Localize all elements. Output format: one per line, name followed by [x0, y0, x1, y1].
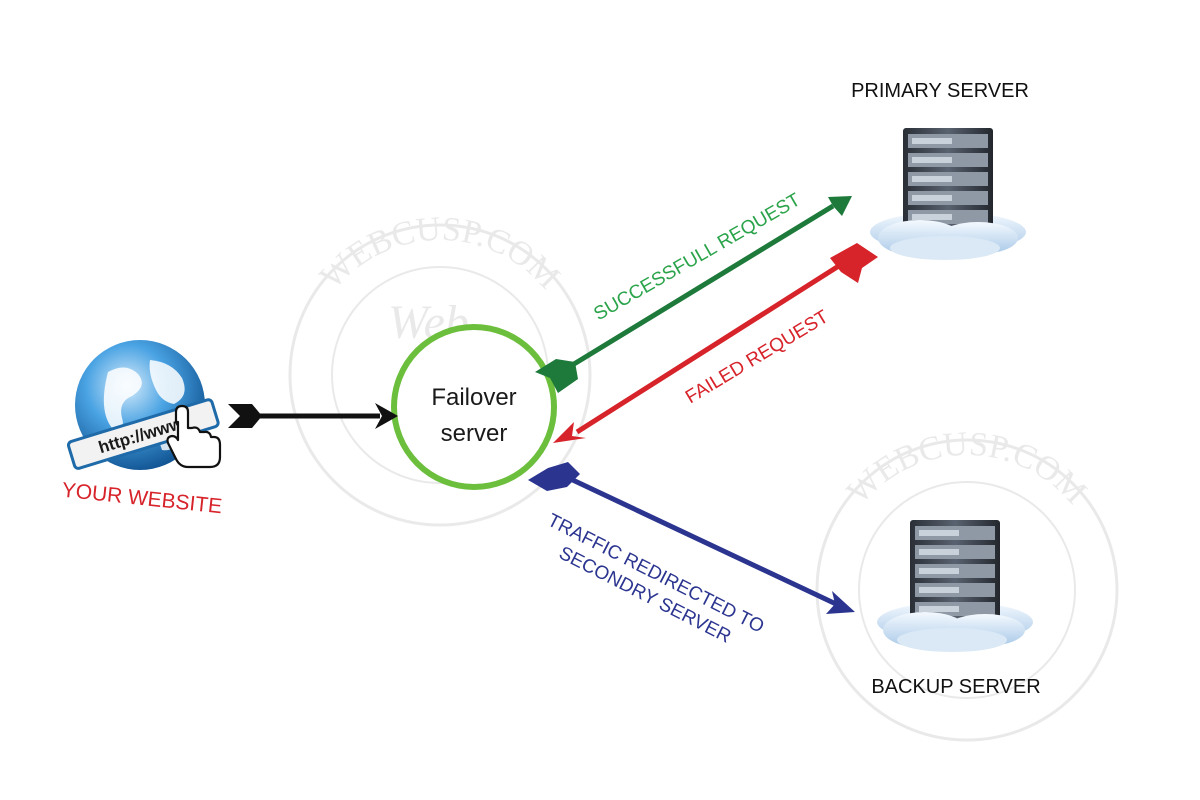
- primary-server-label: PRIMARY SERVER: [851, 80, 1029, 102]
- traffic-redirected-label: TRAFFIC REDIRECTED TO SECONDRY SERVER: [544, 510, 767, 648]
- backup-server-label: BACKUP SERVER: [871, 676, 1040, 698]
- website-to-failover-arrow: [228, 403, 398, 429]
- failover-server-label-line1: Failover: [431, 384, 516, 411]
- traffic-label-line1: TRAFFIC REDIRECTED TO: [544, 510, 767, 638]
- failover-server-label-line2: server: [441, 420, 508, 447]
- primary-server-icon: [870, 128, 1026, 260]
- your-website-label: YOUR WEBSITE: [61, 479, 224, 519]
- failover-server-node: [391, 324, 557, 490]
- successful-request-label: SUCCESSFULL REQUEST: [590, 189, 804, 325]
- hand-cursor-icon: [166, 404, 222, 469]
- watermark-text: WEBCUSP.COM: [313, 211, 567, 297]
- traffic-redirected-arrow: [528, 462, 855, 614]
- failed-request-label: FAILED REQUEST: [682, 306, 833, 408]
- watermark-text: WEBCUSP.COM: [840, 426, 1094, 512]
- failed-request-arrow: [553, 243, 878, 443]
- website-globe-icon: http://www.: [66, 340, 222, 470]
- backup-server-icon: [877, 520, 1033, 652]
- successful-request-arrow: [535, 196, 852, 393]
